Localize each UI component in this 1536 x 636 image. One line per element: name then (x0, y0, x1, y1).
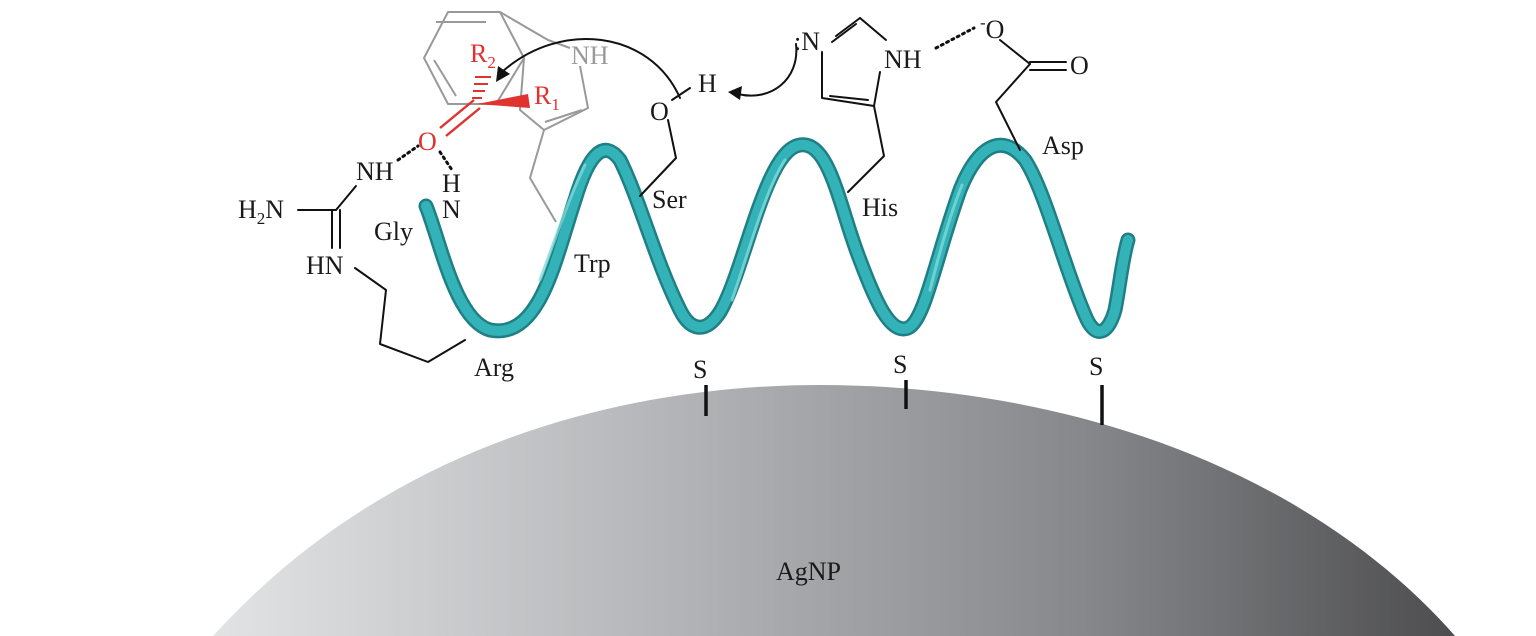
thiol-label-3: S (1089, 352, 1103, 381)
substrate-r2-label: R2 (470, 39, 496, 72)
hbond-gly (438, 150, 454, 172)
wedge-bond-r1 (477, 94, 530, 108)
nanoparticle-sphere (213, 385, 1455, 636)
peptide-helix (418, 137, 1136, 339)
substrate-o-label: O (418, 127, 437, 156)
arg-h2n-label: H2N (238, 195, 284, 228)
asp-o-double-label: O (1070, 51, 1089, 80)
thiol-label-2: S (893, 350, 907, 379)
hbond-arg (396, 144, 420, 162)
aspartate-sidechain: -O O Asp (980, 13, 1089, 160)
trp-residue-label: Trp (574, 249, 611, 278)
nanoparticle-label: AgNP (776, 557, 841, 586)
his-n-label: :N (794, 27, 820, 56)
oxyanion-hydrogen-bonds (396, 144, 454, 172)
ser-residue-label: Ser (652, 185, 687, 214)
trp-nh-label: NH (571, 41, 609, 70)
ser-h-label: H (698, 69, 717, 98)
arg-residue-label: Arg (474, 353, 514, 382)
thiol-anchors: S S S (693, 350, 1104, 425)
asp-o-minus-label: -O (980, 13, 1004, 44)
arginine-sidechain: NH H2N HN Arg (238, 157, 514, 382)
gly-residue-label: Gly (374, 217, 413, 246)
helix-highlight (538, 158, 964, 302)
arg-nh-label: NH (356, 157, 394, 186)
glycine-nh: H N Gly (374, 169, 461, 246)
arg-hn-label: HN (306, 251, 344, 280)
thiol-label-1: S (693, 355, 707, 384)
his-nh-label: NH (884, 45, 922, 74)
silver-nanoparticle: AgNP (213, 385, 1455, 636)
helix-backbone (421, 139, 1133, 337)
gly-n-label: N (442, 195, 461, 224)
histidine-sidechain: :N NH His (794, 17, 922, 222)
hash-bond-r2 (472, 76, 491, 99)
substrate-r1-label: R1 (534, 81, 560, 114)
gly-h-label: H (442, 169, 461, 198)
nucleophilic-attack-arrow (496, 38, 681, 99)
asp-residue-label: Asp (1042, 131, 1084, 160)
substrate-carbonyl: O R1 R2 (418, 39, 560, 156)
hbond-his-asp (934, 26, 976, 50)
serine-sidechain: O H Ser (639, 69, 717, 214)
ser-o-label: O (650, 97, 669, 126)
his-residue-label: His (862, 193, 898, 222)
proton-transfer-arrow (728, 43, 798, 100)
